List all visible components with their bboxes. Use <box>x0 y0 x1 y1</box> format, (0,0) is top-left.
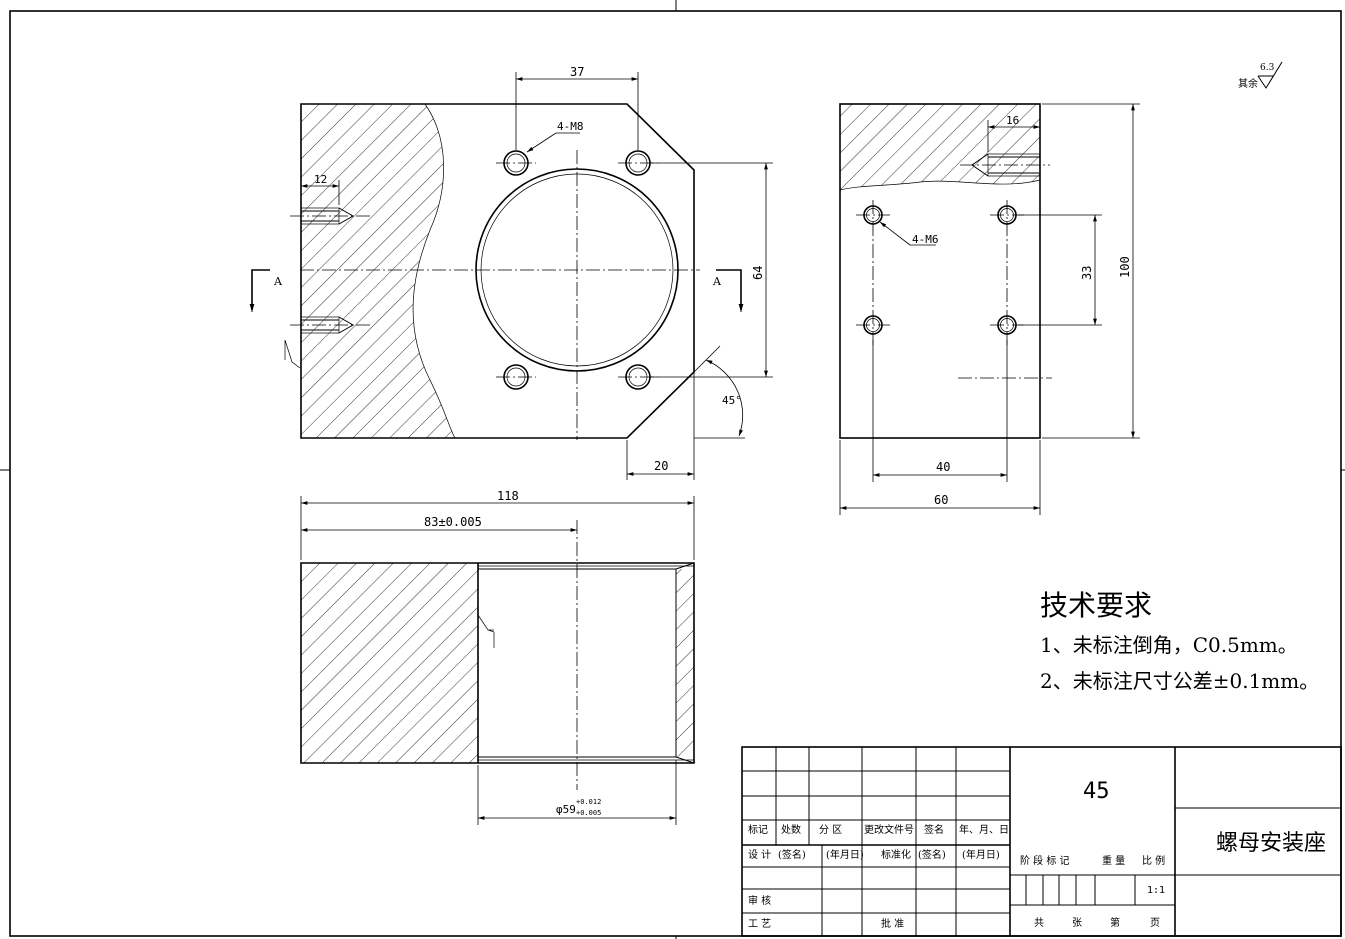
dim-118: 118 <box>300 489 695 560</box>
svg-text:重 量: 重 量 <box>1102 854 1125 867</box>
dim-40: 40 <box>872 340 1008 482</box>
material: 45 <box>1083 779 1110 804</box>
svg-text:φ59: φ59 <box>556 803 576 816</box>
svg-text:60: 60 <box>934 493 948 507</box>
dim-83: 83±0.005 <box>301 515 577 532</box>
m6-holes <box>863 205 1017 335</box>
dim-37: 37 <box>515 65 639 150</box>
dim-4m6-leader: 4-M6 <box>879 221 939 246</box>
roughness-symbol: 其余 6.3 <box>1238 61 1283 90</box>
svg-text:83±0.005: 83±0.005 <box>424 515 482 529</box>
front-view: A A 37 4-M8 12 <box>249 65 773 480</box>
dim-16: 16 <box>987 114 1040 152</box>
process-label: 工 艺 <box>748 918 771 930</box>
dim-phi59: φ59 +0.012 +0.005 <box>477 760 677 825</box>
svg-text:100: 100 <box>1118 256 1132 278</box>
svg-text:4-M6: 4-M6 <box>912 233 939 246</box>
svg-text:阶 段 标 记: 阶 段 标 记 <box>1020 854 1070 867</box>
tech-title: 技术要求 <box>1040 589 1152 622</box>
svg-text:共: 共 <box>1034 917 1044 929</box>
svg-text:比 例: 比 例 <box>1142 854 1165 867</box>
roughness-check-icon <box>1257 61 1283 89</box>
section-letter-left: A <box>273 275 283 288</box>
tech-item-2: 2、未标注尺寸公差±0.1mm。 <box>1040 669 1319 693</box>
hdr-change-doc: 更改文件号 <box>864 823 914 836</box>
svg-text:20: 20 <box>654 459 668 473</box>
svg-text:标准化: 标准化 <box>881 848 911 861</box>
svg-text:(年月日): (年月日) <box>826 848 864 861</box>
svg-text:+0.012: +0.012 <box>576 798 601 806</box>
svg-text:40: 40 <box>936 460 950 474</box>
title-block: 标记 处数 分 区 更改文件号 签名 年、月、日 设 计 (签名) (年月日) … <box>741 746 1342 937</box>
svg-text:33: 33 <box>1080 266 1094 280</box>
svg-text:页: 页 <box>1150 917 1160 929</box>
svg-text:37: 37 <box>570 65 584 79</box>
hdr-count: 处数 <box>781 823 801 836</box>
part-name: 螺母安装座 <box>1216 831 1326 856</box>
hdr-mark: 标记 <box>748 824 768 836</box>
row-design-label: 设 计 <box>748 848 771 861</box>
dim-45deg: 45° <box>693 345 745 439</box>
svg-text:+0.005: +0.005 <box>576 809 601 817</box>
front-hatch-area <box>301 104 455 438</box>
svg-text:64: 64 <box>751 266 765 280</box>
scale-value: 1:1 <box>1147 885 1165 896</box>
svg-text:45°: 45° <box>722 394 742 407</box>
side-view: 16 4-M6 33 100 40 <box>839 103 1140 515</box>
svg-text:(签名): (签名) <box>778 848 806 861</box>
side-outline <box>839 103 1041 439</box>
dim-64: 64 <box>650 162 773 378</box>
svg-text:张: 张 <box>1072 917 1082 929</box>
dim-100: 100 <box>1042 103 1140 439</box>
svg-text:16: 16 <box>1006 114 1019 127</box>
tech-requirements: 技术要求 1、未标注倒角，C0.5mm。 2、未标注尺寸公差±0.1mm。 <box>1040 589 1319 693</box>
svg-text:(年月日): (年月日) <box>962 848 1000 861</box>
svg-text:(签名): (签名) <box>918 848 946 861</box>
dim-20: 20 <box>626 372 695 480</box>
section-markers: A A <box>249 269 744 312</box>
hdr-date: 年、月、日 <box>959 823 1009 836</box>
dim-12: 12 <box>300 173 340 205</box>
review-label: 审 核 <box>748 894 771 907</box>
left-threaded-holes <box>290 207 370 334</box>
roughness-prefix: 其余 <box>1238 77 1258 90</box>
tech-item-1: 1、未标注倒角，C0.5mm。 <box>1040 633 1298 657</box>
hdr-zone: 分 区 <box>819 824 842 836</box>
dim-33: 33 <box>1018 214 1102 326</box>
roughness-value: 6.3 <box>1260 63 1275 73</box>
hdr-sign: 签名 <box>924 823 944 836</box>
section-letter-right: A <box>712 275 722 288</box>
approve-label: 批 准 <box>881 917 904 930</box>
svg-text:4-M8: 4-M8 <box>557 120 584 133</box>
section-view: 118 83±0.005 φ59 +0.012 +0.005 <box>300 489 695 825</box>
dim-60: 60 <box>839 440 1041 515</box>
dim-4m8-leader: 4-M8 <box>526 120 584 153</box>
svg-text:118: 118 <box>497 489 519 503</box>
svg-text:第: 第 <box>1110 916 1120 929</box>
svg-text:12: 12 <box>314 173 327 186</box>
